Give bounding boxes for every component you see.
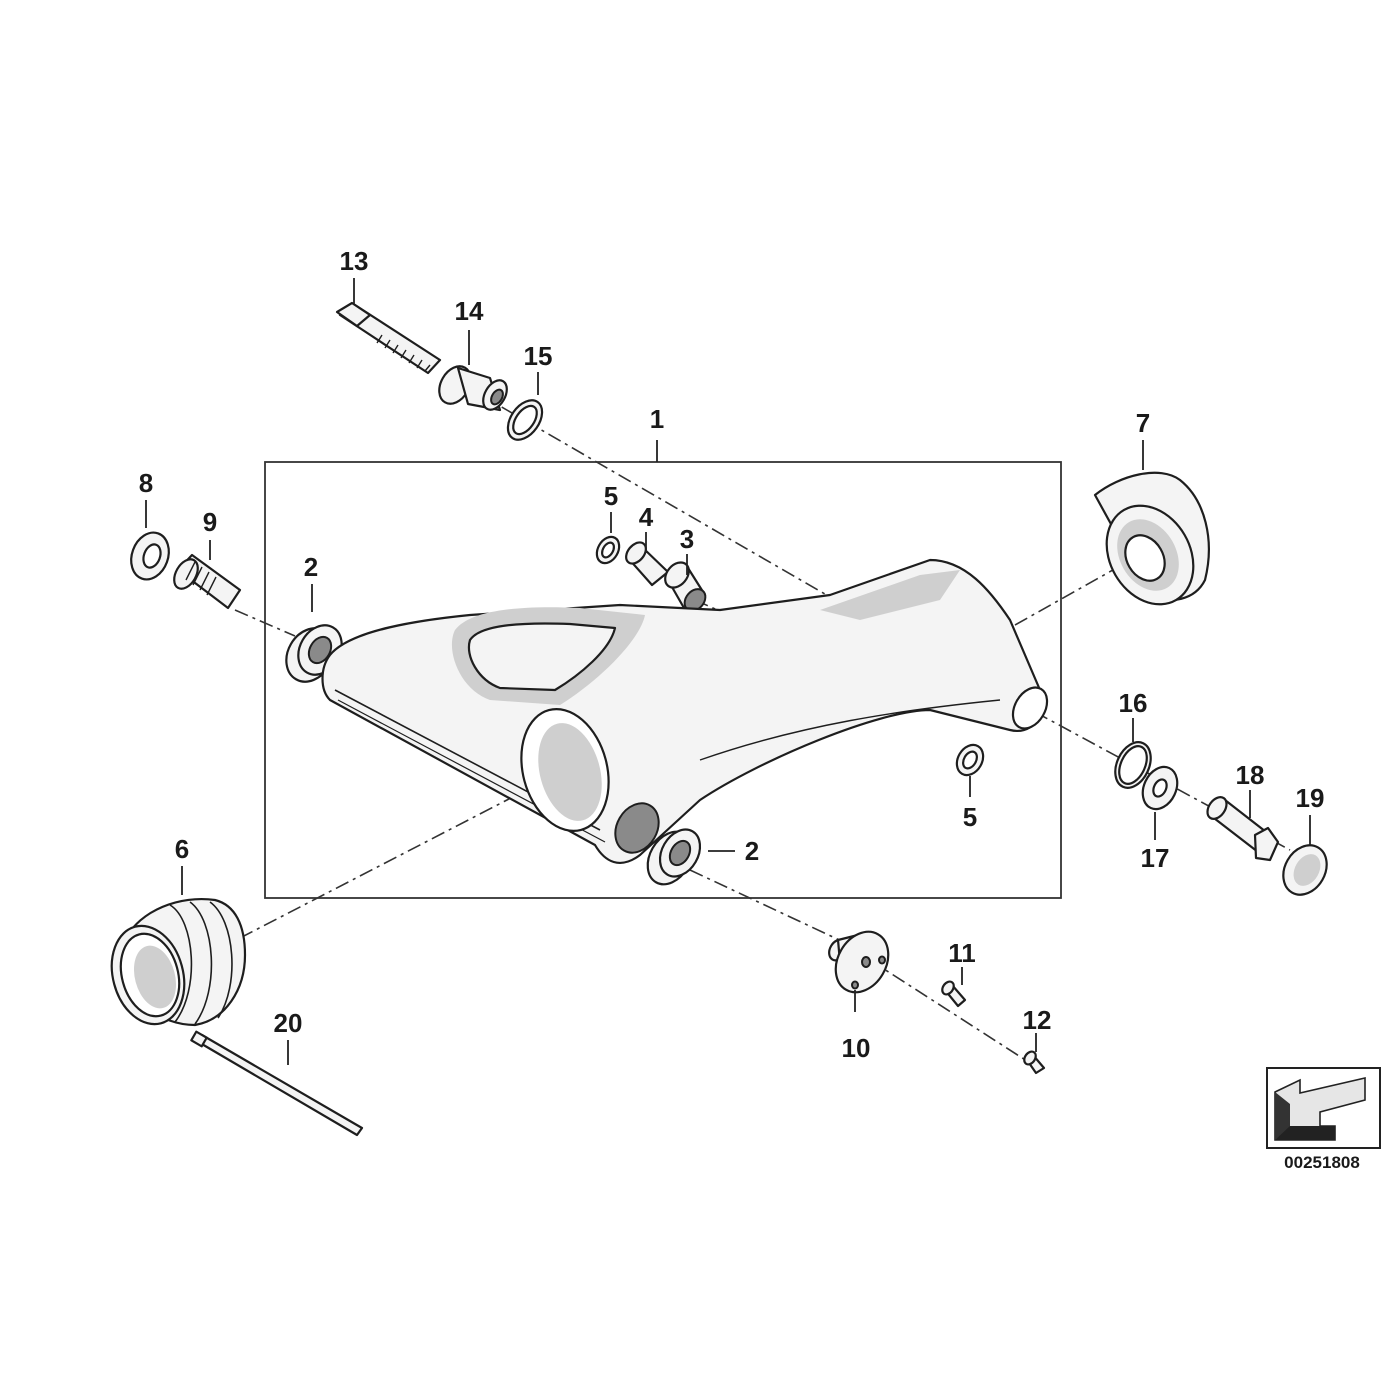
part-11-screw [941, 980, 967, 1008]
callout-4: 4 [639, 502, 654, 532]
part-10-flange [828, 930, 890, 994]
callout-2-lower: 2 [745, 836, 759, 866]
part-17-washer [1141, 765, 1179, 811]
part-16-o-ring [1114, 741, 1152, 789]
callout-17: 17 [1141, 843, 1170, 873]
part-1-swing-arm [321, 558, 1049, 865]
callout-10: 10 [842, 1033, 871, 1063]
part-2-bearing-lower [646, 828, 702, 886]
part-20-cable-tie [190, 1030, 364, 1137]
figure-id: 00251808 [1284, 1153, 1360, 1172]
part-7-cap [1093, 471, 1210, 606]
part-13-bolt [335, 301, 442, 375]
part-5-ring-upper [595, 535, 621, 565]
part-6-boot [110, 898, 247, 1027]
callout-5-lower: 5 [963, 802, 977, 832]
part-18-axle-pin [1206, 796, 1280, 862]
callout-8: 8 [139, 468, 153, 498]
part-2-bearing-upper [285, 624, 343, 683]
callout-13: 13 [340, 246, 369, 276]
callout-7: 7 [1136, 408, 1150, 438]
part-12-screw [1023, 1050, 1046, 1075]
callout-19: 19 [1296, 783, 1325, 813]
callout-9: 9 [203, 507, 217, 537]
callout-15: 15 [524, 341, 553, 371]
callout-11: 11 [948, 938, 976, 968]
callout-5-upper: 5 [604, 481, 618, 511]
callout-1: 1 [650, 404, 664, 434]
part-4-sleeve [625, 541, 670, 587]
part-5-ring-lower [955, 743, 985, 777]
part-8-washer [130, 531, 170, 581]
part-15-ring [506, 399, 544, 441]
part-14-bushing [438, 365, 508, 412]
callout-20: 20 [274, 1008, 303, 1038]
callout-12: 12 [1023, 1005, 1052, 1035]
callout-18: 18 [1236, 760, 1265, 790]
assembly-frame [264, 461, 1062, 899]
part-3-bushing [664, 561, 707, 612]
callout-16: 16 [1119, 688, 1148, 718]
direction-arrow-icon [1266, 1067, 1381, 1149]
callout-3: 3 [680, 524, 694, 554]
callout-2-upper: 2 [304, 552, 318, 582]
callout-14: 14 [455, 296, 484, 326]
part-19-nut [1282, 844, 1328, 896]
part-9-threaded-pin [173, 553, 242, 610]
callout-6: 6 [175, 834, 189, 864]
